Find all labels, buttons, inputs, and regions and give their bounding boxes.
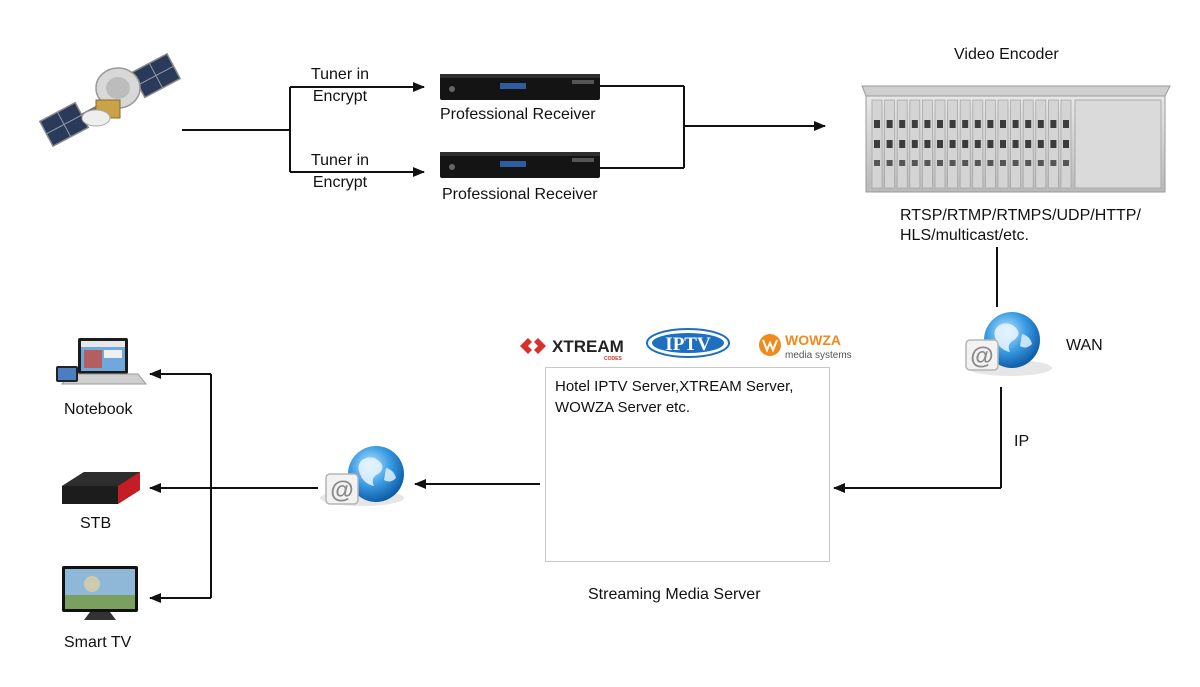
iptv-logo: IPTV (646, 328, 730, 358)
encoder-slot (934, 99, 946, 189)
encoder-label: Video Encoder (954, 46, 1059, 63)
stb-label: STB (80, 515, 112, 532)
encoder-slot (1035, 99, 1047, 189)
receiver-1-label: Professional Receiver (440, 106, 596, 123)
encoder-slot (922, 99, 933, 189)
notebook-label: Notebook (64, 401, 133, 418)
lan-globe-icon: @ (320, 446, 404, 506)
encoder-slot (1060, 99, 1072, 189)
edge-receivers-encoder (600, 85, 826, 169)
encoder-slot (896, 99, 908, 189)
wowza-logo-subtext: media systems (785, 350, 852, 361)
encoder-slot (985, 99, 996, 189)
streaming-server-box: Hotel IPTV Server,XTREAM Server, WOWZA S… (545, 367, 830, 562)
svg-text:@: @ (330, 477, 353, 504)
tuner-1-label: Tuner in Encrypt (300, 64, 380, 108)
tuner-2-label: Tuner in Encrypt (300, 150, 380, 194)
receiver-1-icon (440, 74, 600, 100)
wowza-logo: WOWZA media systems (759, 332, 852, 361)
smart-tv-label: Smart TV (64, 634, 132, 651)
encoder-slot (884, 99, 895, 189)
encoder-slot (959, 99, 971, 189)
wan-label: WAN (1066, 337, 1103, 354)
encoder-slot (1010, 99, 1021, 189)
satellite-icon (38, 52, 182, 148)
stb-icon (62, 472, 140, 504)
xtream-logo-text: XTREAM (552, 337, 624, 356)
ip-label: IP (1014, 433, 1030, 450)
video-encoder-icon (861, 85, 1171, 193)
server-caption: Streaming Media Server (588, 586, 761, 603)
iptv-logo-text: IPTV (665, 334, 711, 355)
protocols-label: RTSP/RTMP/RTMPS/UDP/HTTP/ HLS/multicast/… (900, 207, 1141, 244)
server-description: Hotel IPTV Server,XTREAM Server, WOWZA S… (555, 378, 794, 416)
receiver-2-label: Professional Receiver (442, 186, 598, 203)
encoder-slot (871, 99, 883, 189)
encoder-slot (1022, 99, 1034, 189)
xtream-logo: XTREAM CODES (520, 337, 624, 362)
tuner-2-label-text: Tuner in Encrypt (310, 152, 370, 191)
xtream-logo-subtext: CODES (604, 356, 622, 362)
tuner-1-label-text: Tuner in Encrypt (310, 66, 370, 105)
encoder-slot (1048, 99, 1059, 189)
edge-wan-server (833, 387, 1002, 493)
encoder-slot (947, 99, 958, 189)
wan-globe-icon: @ (965, 312, 1052, 376)
notebook-icon (56, 338, 148, 385)
wowza-logo-text: WOWZA (785, 332, 841, 348)
edge-lan-devices (149, 369, 318, 603)
encoder-slot (997, 99, 1009, 189)
svg-text:@: @ (970, 343, 993, 370)
receiver-2-icon (440, 152, 600, 178)
encoder-slot (972, 99, 984, 189)
edge-satellite-receivers (182, 82, 425, 177)
smart-tv-icon (62, 566, 138, 620)
encoder-slot (909, 99, 921, 189)
